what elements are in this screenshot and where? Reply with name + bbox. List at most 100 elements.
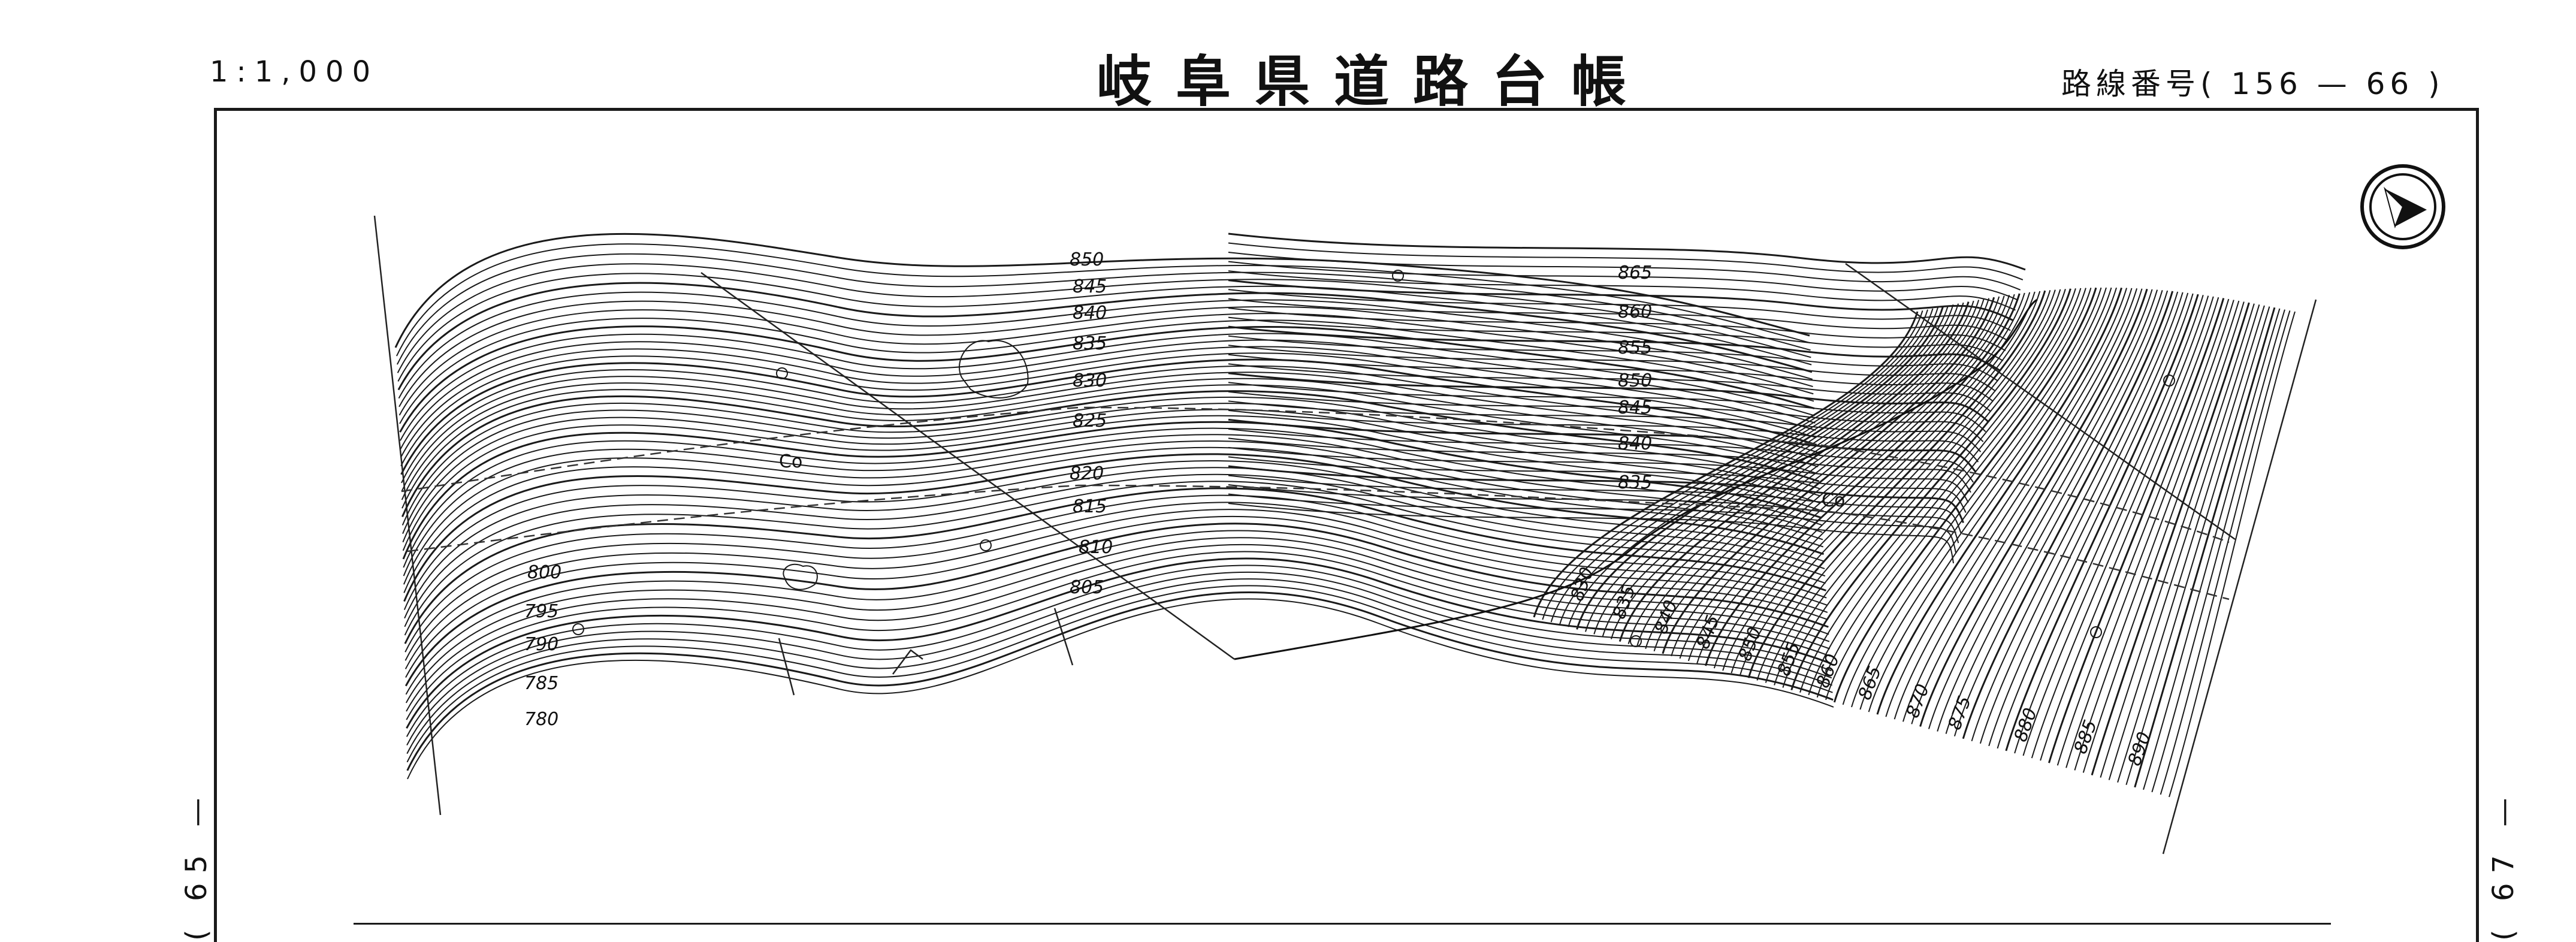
contour-line [1687,295,2010,662]
contour-line [1731,291,2036,674]
elevation-label: 865 [1618,262,1652,283]
elevation-label: 850 [1618,370,1652,391]
elevation-label: 805 [1070,577,1104,598]
elevation-label: 845 [1618,397,1652,418]
scale-label: 1:1,000 [210,55,379,89]
contour-line [1953,290,2169,736]
contour-line [1833,287,2097,703]
contour-line [1228,382,1986,433]
contour-line [1911,288,2143,724]
contour-line [1937,289,2158,732]
elevation-label: 840 [1651,597,1682,637]
contour-line [1228,400,1982,452]
contour-line [403,427,1822,568]
section-line-right [1845,262,2236,541]
contour-line [2160,310,2291,795]
elevation-label: 790 [524,634,558,655]
map-label-co-right: Co [1822,490,1845,511]
contour-line [1627,300,1974,644]
elevation-label: 855 [1618,337,1652,358]
survey-point-marker [2163,375,2175,387]
contour-line [1808,288,2082,696]
contour-line [1533,311,1919,618]
contour-line [1228,465,1964,523]
contour-line [406,578,1833,754]
contour-line [1671,296,2000,657]
contour-line [401,378,1819,500]
contour-line [398,291,1813,399]
contour-line [406,557,1831,729]
elevation-label: 835 [1618,472,1652,493]
contour-line [1842,287,2102,705]
contour-line [1593,304,1954,635]
contour-line [406,551,1831,720]
contour-line [1568,307,1939,627]
contour-line [399,325,1815,433]
survey-point-marker [1630,635,1642,647]
contour-line [1902,288,2138,722]
elevation-label: 780 [524,709,558,730]
contour-line [397,273,1812,382]
contour-line [397,282,1813,391]
contour-line [1679,295,2005,659]
structure-marks [778,608,1074,696]
contour-line [401,396,1820,526]
contour-line [400,358,1817,475]
contour-line [1945,289,2163,734]
contour-line [1542,310,1923,620]
contour-line [1228,298,2009,342]
contour-line [2134,307,2276,788]
contour-line [1696,294,2015,664]
ridge-line [1234,298,2038,660]
contour-line [2169,311,2296,798]
contour-line [394,233,1810,348]
route-number: 路線番号( 156 — 66 ) [2061,67,2445,101]
contour-line [2074,300,2240,771]
contour-line [1851,287,2107,708]
contour-line [1705,293,2021,666]
contour-line [1919,288,2148,727]
contour-line [1747,290,2046,678]
contour-line [405,515,1828,678]
contour-line [402,421,1822,560]
elevation-label: 885 [2070,717,2101,757]
contour-line [2022,295,2209,756]
document-title: 岐阜県道路台帳 [1097,50,1651,114]
elevation-label: 850 [1070,249,1104,270]
contour-line [405,530,1829,695]
contour-line [1228,242,2024,280]
contour-line [1997,293,2194,749]
contour-line [404,467,1825,619]
contour-line [2151,309,2285,793]
contour-line [1756,289,2051,681]
elevation-label: 810 [1079,537,1113,558]
left-contour-group [394,233,1834,780]
contour-line [406,544,1831,712]
elevation-label: 825 [1073,410,1107,431]
contour-line [404,502,1828,661]
elevation-label: 795 [524,601,558,622]
contour-line [403,453,1825,602]
survey-point-marker [572,623,584,635]
contour-line [1610,302,1964,639]
right-boundary-line [2162,299,2317,855]
contour-line [2108,304,2260,780]
elevation-label: 800 [527,562,561,583]
contour-line [400,339,1816,449]
map-frame [214,108,2479,942]
contour-line [1782,288,2066,688]
contour-line [402,403,1820,534]
contour-line [404,481,1826,636]
contour-line [1550,309,1928,623]
elevation-label: 860 [1813,651,1844,691]
contour-line [401,365,1817,484]
contour-line [1774,289,2061,686]
contour-line [2014,295,2204,754]
contour-line [1713,292,2025,669]
elevation-label: 835 [1073,333,1107,354]
contour-line [1228,307,2006,352]
elevation-label: 830 [1073,370,1107,391]
elevation-label: 785 [524,673,558,694]
contour-line [404,473,1826,627]
